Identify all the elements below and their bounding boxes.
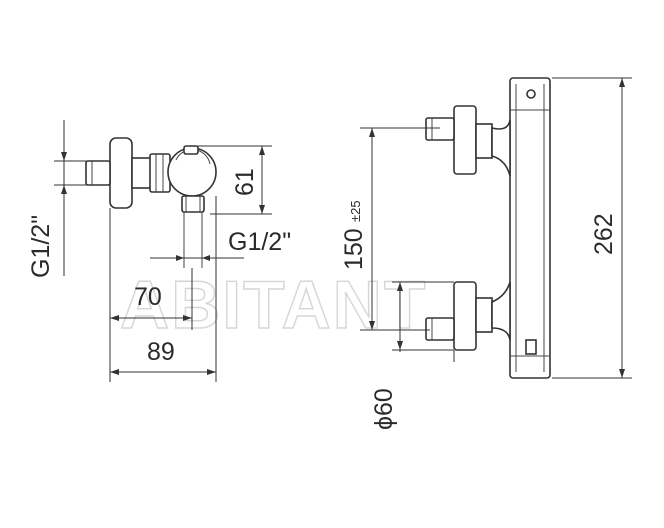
thermostat-bar [509,77,551,379]
dim-70-label: 70 [134,283,162,311]
upper-flange [453,105,477,175]
dim-150-label: 150 [340,228,368,270]
upper-nut [475,123,493,159]
thread-bottom-label: G1/2" [228,228,291,256]
dim-262-label: 262 [590,213,618,255]
dim-89-label: 89 [147,338,175,366]
lower-nut [475,297,493,333]
nut [149,153,171,193]
thread-left-label: G1/2" [27,215,55,278]
upper-inlet [425,117,455,141]
lower-inlet [425,317,455,341]
lower-arm [491,281,511,341]
outlet-nut [181,195,205,213]
connector [131,157,153,189]
front-view: 150 ±25 262 ϕ60 [340,77,632,430]
dim-150-tolerance: ±25 [348,200,363,222]
valve-body [167,147,217,197]
lower-flange [453,281,477,351]
temp-marker [526,89,536,99]
upper-arm [491,119,511,177]
valve-cap [183,145,199,155]
wall-flange [109,137,133,209]
side-view: G1/2" 61 G1/2" 70 89 [27,120,291,382]
inlet-stub [85,160,111,186]
dim-61-label: 61 [231,168,259,196]
outlet-spout [525,339,537,355]
dim-60-label: ϕ60 [370,388,398,430]
watermark: ABITANT [120,267,427,343]
